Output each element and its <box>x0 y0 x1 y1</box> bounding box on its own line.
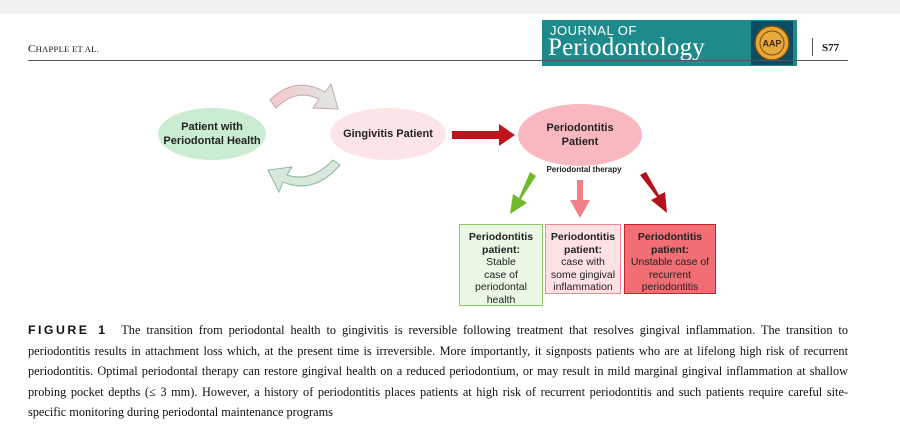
box3-line1: Unstable case of <box>630 256 710 268</box>
outcome-box-stable: Periodontitis patient: Stable case of pe… <box>459 224 543 306</box>
author-initial: C <box>28 43 36 55</box>
periodontal-therapy-label: Periodontal therapy <box>546 165 622 174</box>
figure-arrows <box>267 82 667 218</box>
curved-arrow-bottom-icon <box>267 159 341 194</box>
header-divider <box>812 38 813 56</box>
box1-line3: periodontal <box>475 281 527 293</box>
box3-title2: patient: <box>651 243 689 256</box>
perio-label-line2: Patient <box>561 136 599 148</box>
header-rule <box>28 60 848 61</box>
box3-line3: periodontitis <box>641 281 699 293</box>
arrow-green-icon <box>510 172 536 214</box>
health-label-line2: Periodontal Health <box>163 135 261 147</box>
box2-title2: patient: <box>564 243 602 256</box>
journal-line1: JOURNAL OF <box>550 23 637 38</box>
health-label-line1: Patient with <box>181 121 243 133</box>
box2-title1: Periodontitis <box>550 231 616 243</box>
box1-line1: Stable <box>486 256 516 268</box>
gingivitis-node: Gingivitis Patient <box>330 108 446 160</box>
box2-line3: inflammation <box>553 281 613 293</box>
perio-label-line1: Periodontitis <box>546 122 614 134</box>
box1-line2: case of <box>484 268 518 281</box>
journal-banner: JOURNAL OF Periodontology AAP <box>542 20 797 66</box>
author-smallcaps: HAPPLE <box>35 44 70 54</box>
curved-arrow-top-icon <box>269 82 339 110</box>
figure-caption: FIGURE 1 The transition from periodontal… <box>28 320 848 423</box>
top-strip <box>0 0 900 14</box>
logo-lettering: AAP <box>762 39 781 49</box>
arrow-darkred-icon <box>640 172 667 213</box>
box3-line2: recurrent <box>648 268 691 281</box>
figure-label: FIGURE 1 <box>28 323 108 337</box>
arrow-pink-icon <box>570 180 590 218</box>
gingivitis-label: Gingivitis Patient <box>343 128 433 140</box>
aap-logo: AAP <box>751 21 793 65</box>
running-head-author: CHAPPLE ET AL. <box>28 43 99 55</box>
outcome-box-unstable: Periodontitis patient: Unstable case of … <box>624 224 716 294</box>
outcome-box-gingival: Periodontitis patient: case with some gi… <box>545 224 621 294</box>
author-suffix: ET AL. <box>69 44 100 54</box>
box1-title2: patient: <box>482 243 520 256</box>
box2-line1: case with <box>561 256 605 268</box>
arrow-to-periodontitis-icon <box>452 124 515 146</box>
box2-line2: some gingival <box>550 268 616 281</box>
journal-title: Periodontology <box>548 34 705 61</box>
box1-line4: health <box>486 293 516 306</box>
caption-text: The transition from periodontal health t… <box>28 323 848 419</box>
page-number: S77 <box>822 42 840 54</box>
box1-title1: Periodontitis <box>468 231 534 243</box>
box3-title1: Periodontitis <box>637 231 703 243</box>
